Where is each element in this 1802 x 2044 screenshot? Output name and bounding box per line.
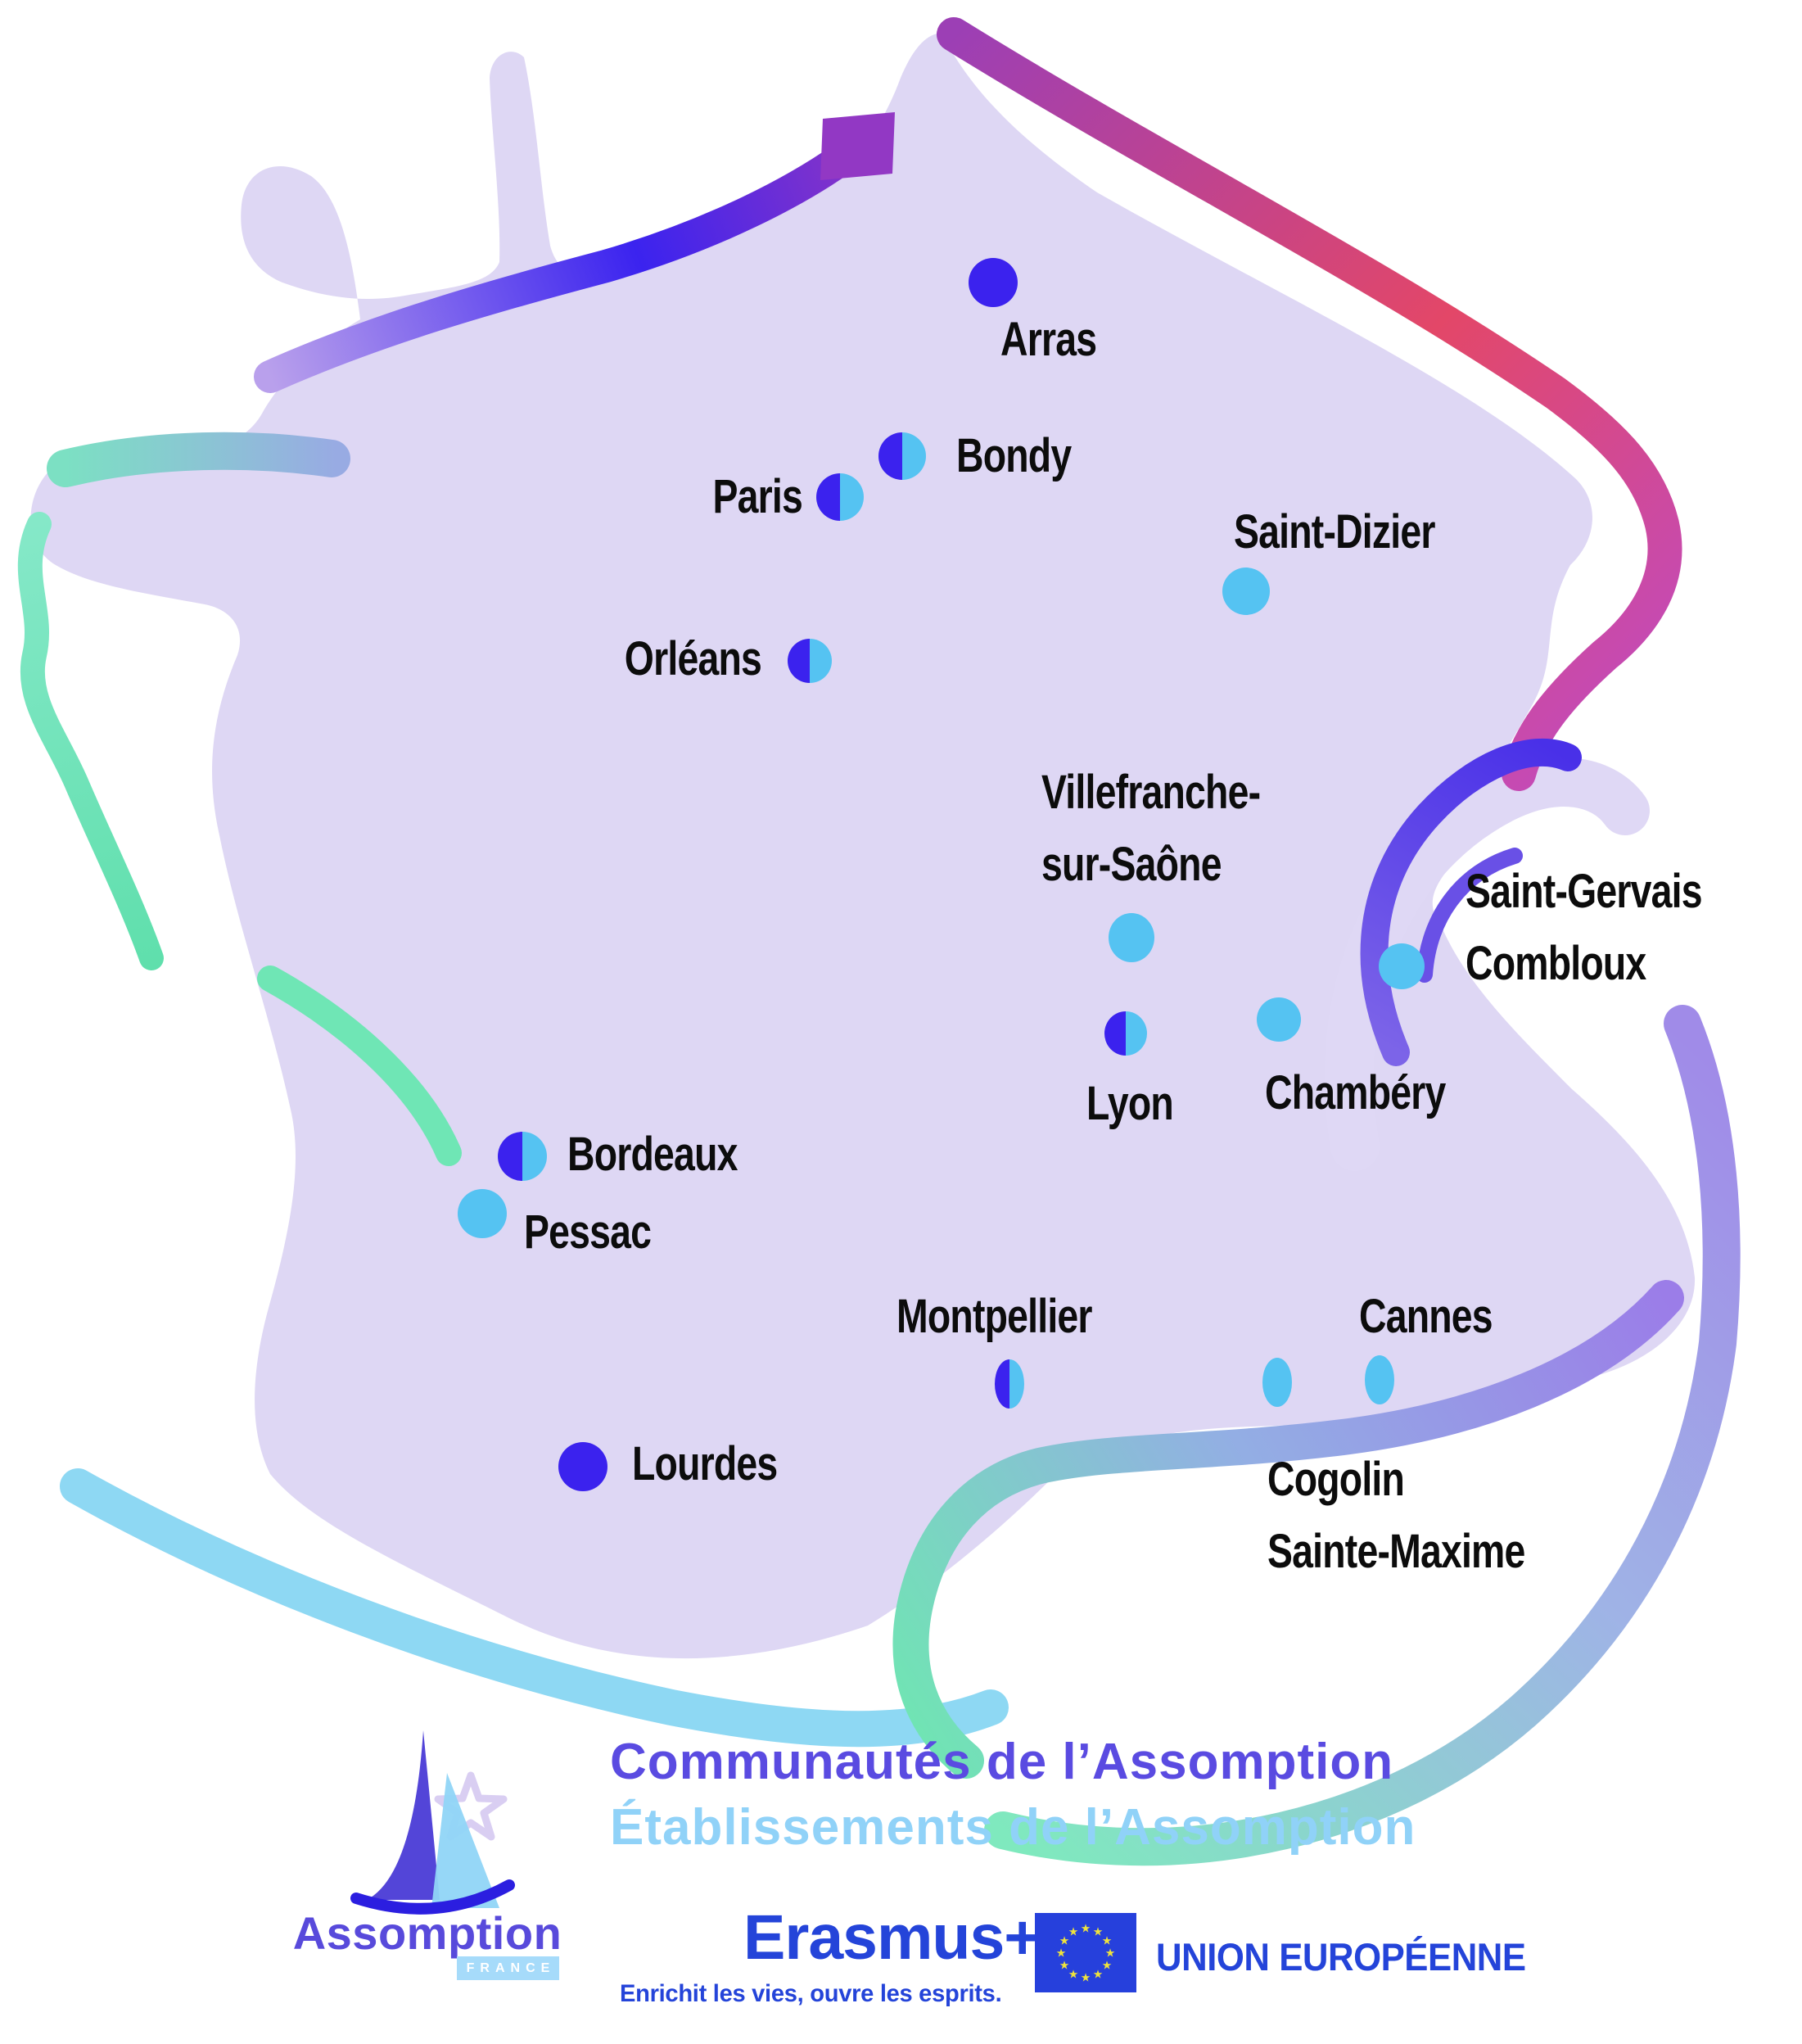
ribbon-alps-inner (1416, 848, 1523, 983)
city-dot-etablissement (1365, 1355, 1394, 1404)
ribbon-mediterranean (892, 1280, 1684, 1779)
ribbon-southeast-swoosh (984, 1005, 1741, 1866)
city-dot-etablissement (458, 1189, 507, 1238)
city-dot-both (878, 432, 926, 480)
legend-communautes: Communautés de l’Assomption (610, 1734, 1394, 1790)
city-dot-both (995, 1359, 1024, 1409)
city-label-line: sur-Saône (1041, 838, 1222, 891)
city-label-line: Bondy (956, 429, 1072, 482)
city-label: Bordeaux (567, 1119, 738, 1191)
city-dot-etablissement (1109, 913, 1154, 962)
svg-text:★: ★ (1093, 1925, 1104, 1938)
svg-text:★: ★ (1081, 1971, 1091, 1984)
svg-text:★: ★ (1059, 1959, 1070, 1972)
city-label: Arras (1000, 304, 1097, 376)
city-dot-etablissement (1222, 568, 1270, 615)
city-label-line: Cannes (1359, 1290, 1493, 1343)
legend-etablissements: Établissements de l’Assomption (610, 1799, 1416, 1856)
city-label: Paris (409, 461, 802, 533)
city-label-line: Combloux (1466, 937, 1646, 990)
city-label: Chambéry (1265, 1057, 1446, 1129)
svg-text:★: ★ (1059, 1934, 1070, 1947)
svg-text:★: ★ (1105, 1947, 1116, 1960)
city-label: Orléans (368, 623, 762, 695)
city-label-line: Lyon (1086, 1077, 1174, 1130)
eu-flag-icon: ★★★★★★★★★★★★ (1035, 1913, 1136, 1992)
erasmus-logo: Erasmus+ (743, 1902, 1041, 1973)
city-label: Bondy (956, 420, 1072, 492)
city-label-line: Arras (1000, 313, 1097, 366)
city-label-line: Chambéry (1265, 1066, 1446, 1119)
city-label-line: Bordeaux (567, 1128, 738, 1181)
ribbon-flag (820, 112, 895, 180)
svg-text:★: ★ (1068, 1925, 1079, 1938)
alps-ghost-curl (1324, 757, 1650, 1171)
eu-flag-stars: ★★★★★★★★★★★★ (1056, 1922, 1116, 1984)
ribbon-southwest (60, 1468, 1009, 1748)
city-label: Lourdes (632, 1428, 778, 1500)
city-label: Saint-Dizier (1234, 496, 1435, 568)
ribbon-alps (1360, 738, 1582, 1066)
city-label-line: Villefranche- (1041, 766, 1261, 819)
city-label-line: Pessac (524, 1205, 652, 1259)
city-label: Lyon (933, 1068, 1326, 1140)
city-label-line: Cogolin (1267, 1453, 1405, 1506)
city-dot-etablissement (1257, 997, 1301, 1042)
city-label-line: Lourdes (632, 1437, 778, 1490)
svg-text:★: ★ (1102, 1934, 1113, 1947)
city-dot-etablissement (1262, 1358, 1292, 1407)
erasmus-tagline: Enrichit les vies, ouvre les esprits. (620, 1980, 1002, 2007)
assomption-country-badge: FRANCE (457, 1956, 559, 1980)
city-label: Pessac (524, 1196, 652, 1268)
city-dot-both (816, 473, 864, 521)
city-dot-communaute (969, 258, 1018, 307)
city-label: Villefranche-sur-Saône (1041, 757, 1261, 901)
city-dot-both (788, 639, 832, 683)
france-silhouette (30, 33, 1696, 1659)
city-label-line: Paris (712, 470, 802, 523)
city-label: Montpellier (896, 1281, 1092, 1353)
svg-text:★: ★ (1056, 1947, 1067, 1960)
city-dot-both (498, 1132, 547, 1181)
assomption-wordmark: Assomption (292, 1907, 562, 1959)
eu-label: UNION EUROPÉENNE (1156, 1935, 1526, 1978)
ribbon-brittany (47, 432, 350, 487)
svg-text:★: ★ (1102, 1959, 1113, 1972)
city-dot-etablissement (1379, 943, 1425, 989)
city-dot-both (1104, 1011, 1147, 1056)
city-label-line: Orléans (624, 632, 762, 685)
ribbon-gironde (257, 965, 462, 1166)
svg-text:★: ★ (1068, 1967, 1079, 1980)
svg-text:★: ★ (1081, 1922, 1091, 1935)
svg-text:★: ★ (1093, 1967, 1104, 1980)
city-label-line: Montpellier (896, 1290, 1092, 1343)
city-label-line: Saint-Dizier (1234, 505, 1435, 558)
ribbon-west-coast (17, 512, 164, 970)
city-label-line: Sainte-Maxime (1267, 1525, 1525, 1578)
ribbon-northeast (937, 17, 1682, 791)
ribbon-channel (254, 123, 884, 393)
city-dot-communaute (558, 1442, 607, 1491)
city-label-line: Saint-Gervais (1466, 865, 1703, 918)
city-label: Cannes (1359, 1281, 1493, 1353)
